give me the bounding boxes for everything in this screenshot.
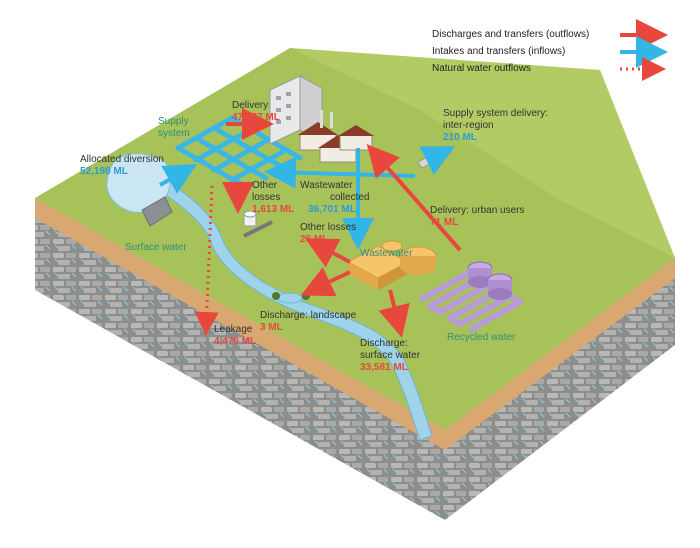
- recycled-water-plant: [418, 261, 523, 333]
- houses: [298, 110, 374, 163]
- landscape-pond: [277, 292, 303, 304]
- allocated-diversion-label: Allocated diversion 52,198 ML: [80, 154, 164, 177]
- river: [139, 167, 433, 441]
- landscape-arrow: [300, 267, 351, 297]
- other-losses-2-label: Other losses 26 ML: [300, 222, 357, 245]
- inter-region-label: Supply system delivery: inter-region 210…: [443, 108, 549, 143]
- wastewater-label: Wastewater: [360, 248, 413, 259]
- legend-inflows-label: Intakes and transfers (inflows): [432, 46, 566, 57]
- dam: [141, 196, 173, 227]
- ground-highlight: [290, 48, 675, 258]
- legend-outflows-label: Discharges and transfers (outflows): [432, 29, 590, 40]
- soil-right-band: [445, 258, 675, 450]
- recycled-water-label: Recycled water: [447, 332, 516, 343]
- discharge-surface-label: Discharge: surface water 33,581 ML: [360, 338, 421, 373]
- other-losses-2-arrow: [304, 238, 351, 268]
- urban-users-label: Delivery: urban users 71 ML: [430, 205, 525, 228]
- legend-natural-label: Natural water outflows: [432, 63, 531, 74]
- soil-left-band: [35, 198, 445, 450]
- leakage-arrow: [194, 185, 219, 336]
- wastewater-collected-label: Wastewater collected 36,701 ML: [300, 180, 370, 215]
- delivery-label: Delivery 47,187 ML: [232, 100, 280, 123]
- landscape-label: Discharge: landscape 3 ML: [260, 310, 357, 333]
- other-losses-1-label: Other losses 1,613 ML: [252, 180, 295, 215]
- treatment-tank: [243, 210, 273, 238]
- allocated-diversion-arrow: [159, 164, 197, 194]
- surface-water-label: Surface water: [125, 242, 187, 253]
- supply-system-label: Supply system: [158, 116, 190, 139]
- tree-icon: [272, 292, 280, 300]
- discharge-surface-arrow: [378, 289, 410, 338]
- block-right-face: [445, 258, 675, 520]
- urban-users-arrow: [366, 143, 462, 252]
- wastewater-plant: [346, 240, 437, 290]
- leakage-label: Leakage 4,476 ML: [214, 324, 257, 347]
- block-left-face: [35, 198, 445, 520]
- inter-region-pipe: [417, 145, 456, 176]
